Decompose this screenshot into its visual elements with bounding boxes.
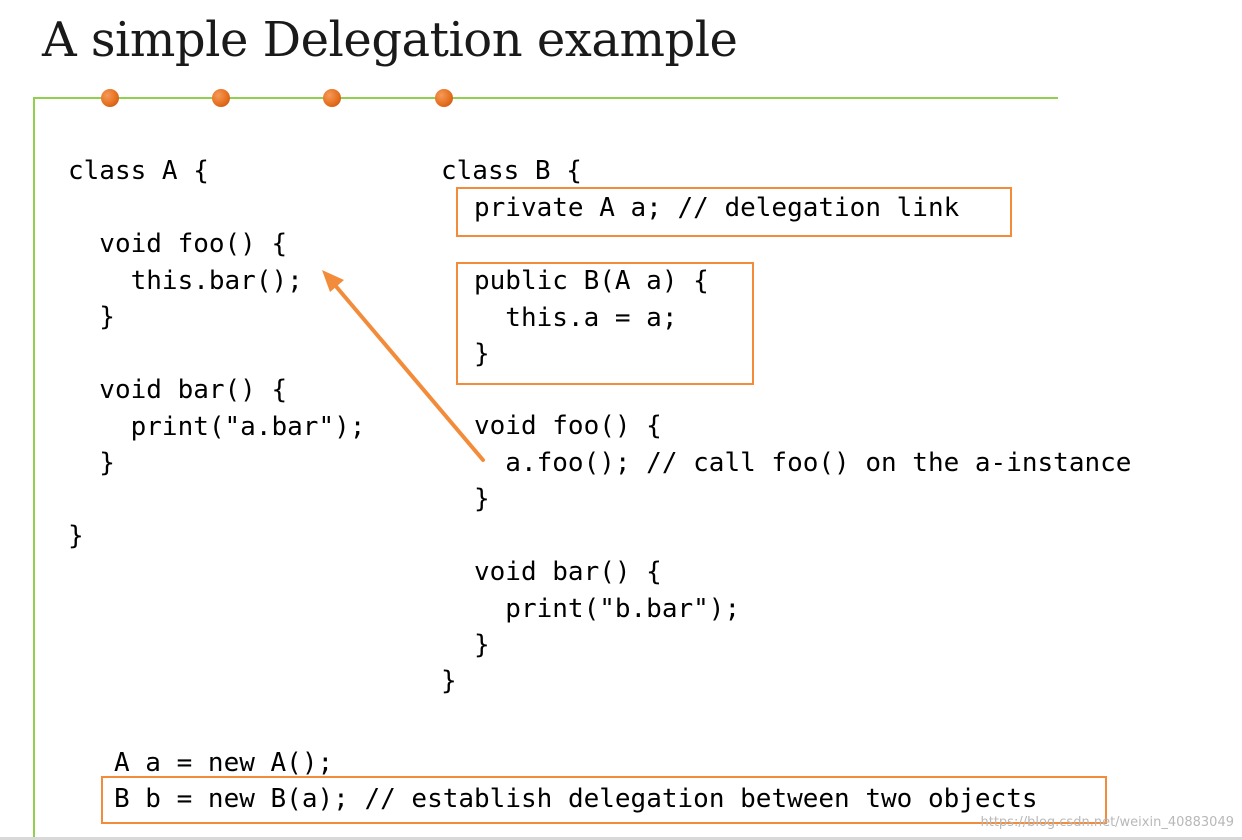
code-line: this.a = a; [474, 302, 678, 333]
code-line: void bar() { [474, 557, 662, 587]
class-b-header: class B { [441, 156, 582, 186]
title-underline [33, 97, 1058, 99]
code-line: class A { [68, 156, 209, 186]
establish-delegation-box [101, 776, 1107, 824]
class-b-foo: void foo() { a.foo(); // call foo() on t… [474, 408, 1131, 518]
bullet-dot [101, 89, 119, 107]
code-line: print("a.bar"); [68, 411, 366, 442]
class-b-bar: void bar() { print("b.bar");} [474, 554, 740, 664]
code-line: } [68, 302, 115, 332]
code-line: void foo() { [474, 411, 662, 441]
left-rule [33, 97, 35, 840]
code-line: public B(A a) { [474, 266, 709, 296]
code-line: void foo() { [68, 229, 288, 259]
code-line: } [474, 339, 490, 369]
code-line: } [68, 521, 84, 551]
delegation-field-box [456, 187, 1012, 237]
delegation-field: private A a; // delegation link [474, 193, 960, 223]
class-b-footer: } [441, 666, 457, 696]
arrow-shaft [332, 282, 485, 462]
bullet-dot [212, 89, 230, 107]
watermark: https://blog.csdn.net/weixin_40883049 [980, 815, 1234, 830]
usage-line-1: A a = new A(); [114, 748, 334, 778]
code-line: a.foo(); // call foo() on the a-instance [474, 447, 1132, 478]
bullet-dot [323, 89, 341, 107]
bullet-dot [435, 89, 453, 107]
arrow-head [322, 270, 344, 292]
code-line: void bar() { [68, 375, 288, 405]
slide-title: A simple Delegation example [42, 12, 738, 68]
code-line: print("b.bar"); [474, 593, 741, 624]
code-line: } [474, 484, 490, 514]
code-line: } [68, 448, 115, 478]
class-a-code: class A { void foo() { this.bar(); } voi… [68, 153, 365, 555]
constructor-box [456, 262, 754, 385]
usage-line-2: B b = new B(a); // establish delegation … [114, 784, 1038, 814]
code-line: } [474, 630, 490, 660]
constructor-code: public B(A a) { this.a = a;} [474, 263, 709, 373]
code-line: this.bar(); [68, 265, 303, 296]
bottom-rule [0, 837, 1242, 840]
